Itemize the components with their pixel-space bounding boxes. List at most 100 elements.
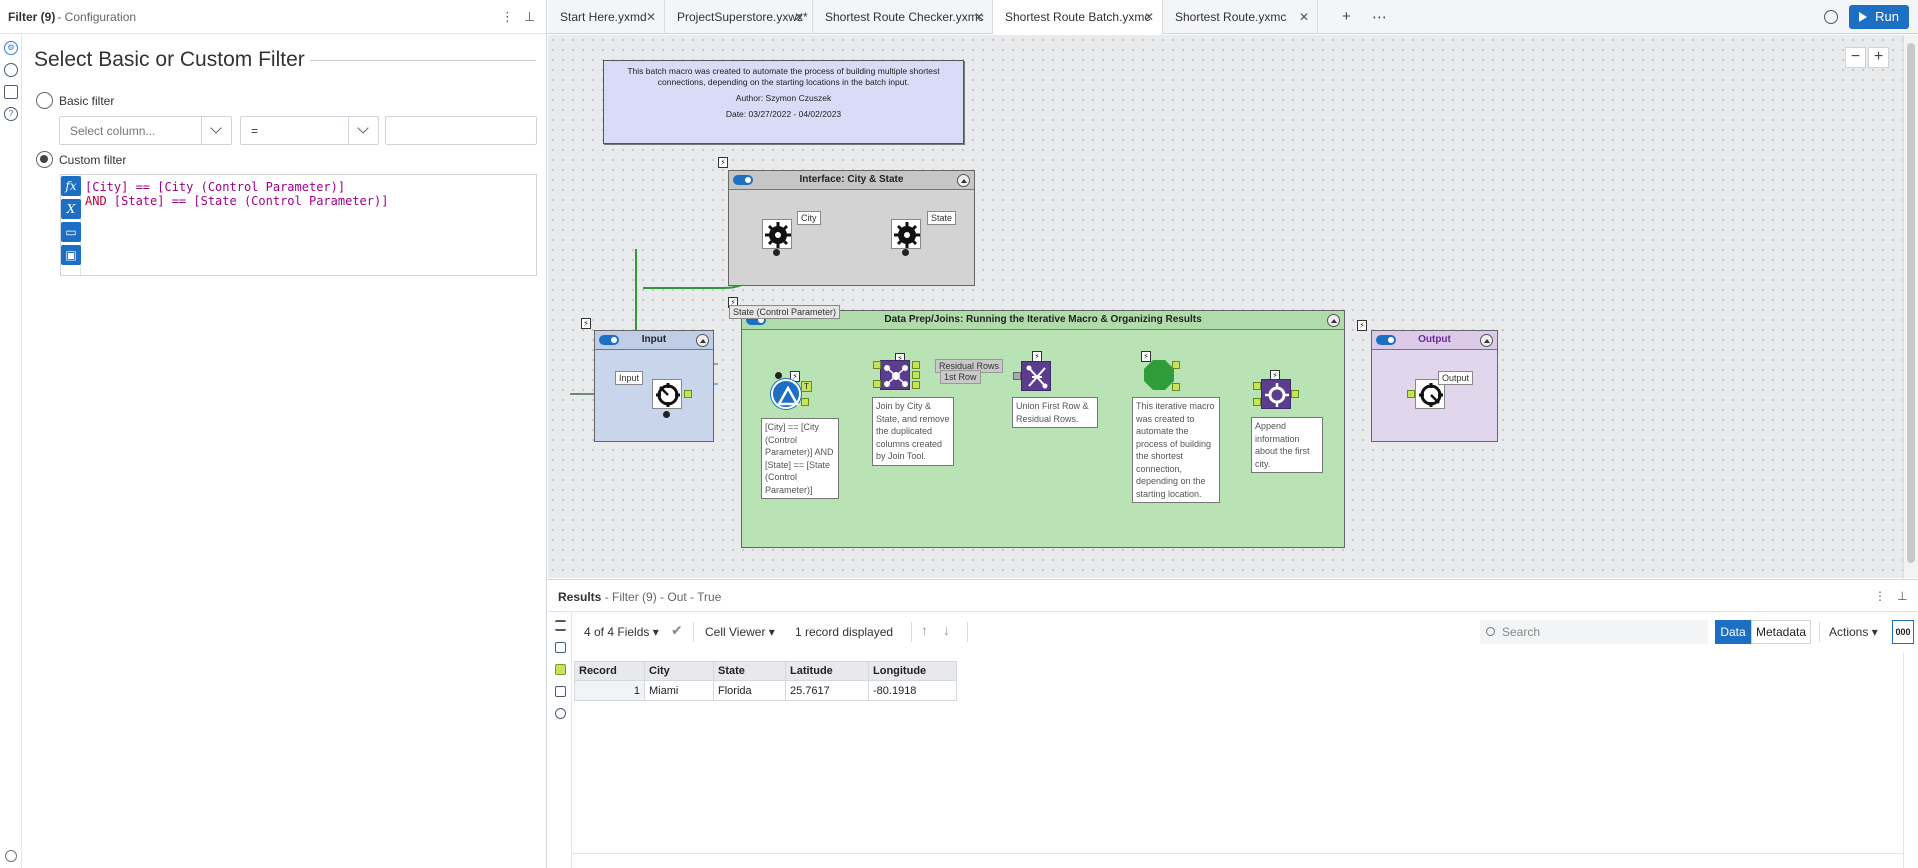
close-icon[interactable]: ✕ <box>645 10 656 24</box>
function-icon[interactable]: fx <box>61 176 81 196</box>
tag-icon[interactable] <box>4 85 18 99</box>
tab-shortest-route-checker[interactable]: Shortest Route Checker.yxmc✕ <box>813 0 993 34</box>
close-icon[interactable]: ✕ <box>1143 10 1154 24</box>
input-anchor[interactable] <box>873 380 881 388</box>
list-icon[interactable] <box>555 620 566 631</box>
results-vertical-scrollbar[interactable] <box>1903 652 1918 868</box>
fields-dropdown[interactable]: 4 of 4 Fields ▾ <box>584 625 659 639</box>
add-tab-icon[interactable]: + <box>1342 8 1351 25</box>
value-input[interactable] <box>385 116 537 145</box>
canvas-vertical-scrollbar[interactable] <box>1903 35 1918 578</box>
cell-city[interactable]: Miami <box>644 680 714 701</box>
help-icon[interactable]: ? <box>4 107 18 121</box>
container-toggle[interactable] <box>733 175 753 185</box>
results-search-input[interactable]: Search <box>1480 620 1708 644</box>
save-icon[interactable]: ▣ <box>61 245 81 265</box>
custom-filter-radio[interactable] <box>36 151 53 168</box>
checkmark-icon[interactable]: ✔ <box>671 622 683 638</box>
true-anchor[interactable]: T <box>801 381 812 392</box>
false-anchor[interactable] <box>801 398 809 406</box>
collapse-icon[interactable] <box>1480 334 1493 347</box>
container-toggle[interactable] <box>599 335 619 345</box>
container-toggle[interactable] <box>746 315 766 325</box>
append-fields-tool[interactable] <box>1261 379 1291 409</box>
input-anchor[interactable] <box>1253 398 1261 406</box>
filter-tool[interactable] <box>771 379 801 409</box>
data-view-button[interactable]: Data <box>1715 620 1751 644</box>
table-row[interactable]: 1 Miami Florida 25.7617 -80.1918 <box>574 680 957 701</box>
output-anchor[interactable] <box>1172 361 1180 369</box>
column-header-record[interactable]: Record <box>574 661 645 681</box>
input-anchor[interactable] <box>873 361 881 369</box>
table-icon[interactable] <box>555 642 566 653</box>
collapse-icon[interactable] <box>957 174 970 187</box>
container-toggle[interactable] <box>1376 335 1396 345</box>
city-dropdown-tool[interactable] <box>762 219 792 249</box>
help-icon[interactable] <box>555 708 566 719</box>
output-anchor[interactable] <box>1172 383 1180 391</box>
column-header-state[interactable]: State <box>713 661 786 681</box>
collapse-icon[interactable] <box>696 334 709 347</box>
number-format-button[interactable]: 000 <box>1892 620 1914 644</box>
cell-viewer-dropdown[interactable]: Cell Viewer ▾ <box>705 625 775 639</box>
close-icon[interactable]: ✕ <box>793 10 804 24</box>
pin-icon[interactable]: ⊥ <box>524 9 536 24</box>
column-header-longitude[interactable]: Longitude <box>868 661 957 681</box>
cell-state[interactable]: Florida <box>713 680 786 701</box>
input-anchor[interactable] <box>1253 382 1261 390</box>
true-output-icon[interactable] <box>555 664 566 675</box>
expression-code[interactable]: [City] == [City (Control Parameter)] AND… <box>85 180 388 208</box>
workflow-comment[interactable]: This batch macro was created to automate… <box>603 60 964 144</box>
scrollbar-thumb[interactable] <box>1907 43 1915 563</box>
history-icon[interactable] <box>1824 10 1838 24</box>
actions-dropdown[interactable]: Actions ▾ <box>1829 625 1878 639</box>
operator-select[interactable]: = <box>240 116 379 145</box>
cell-record[interactable]: 1 <box>574 680 645 701</box>
run-button[interactable]: Run <box>1849 5 1909 29</box>
cell-latitude[interactable]: 25.7617 <box>785 680 869 701</box>
tab-start-here[interactable]: Start Here.yxmd✕ <box>548 0 665 34</box>
state-dropdown-tool[interactable] <box>891 219 921 249</box>
output-anchor[interactable] <box>912 371 920 379</box>
dataprep-container[interactable]: Data Prep/Joins: Running the Iterative M… <box>741 310 1345 548</box>
column-header-city[interactable]: City <box>644 661 714 681</box>
open-icon[interactable]: ▭ <box>61 222 81 242</box>
output-anchor[interactable] <box>684 390 692 398</box>
output-container[interactable]: Output <box>1371 330 1498 442</box>
collapse-icon[interactable] <box>1327 314 1340 327</box>
input-anchor[interactable] <box>1013 372 1021 380</box>
pin-icon[interactable]: ⊥ <box>1897 589 1908 603</box>
results-horizontal-scrollbar[interactable] <box>572 853 1903 867</box>
more-options-icon[interactable]: ⋮ <box>1874 589 1886 603</box>
basic-filter-radio[interactable] <box>36 92 53 109</box>
zoom-out-button[interactable]: − <box>1845 47 1866 68</box>
expression-editor[interactable]: fx X ▭ ▣ [City] == [City (Control Parame… <box>60 174 537 276</box>
column-header-latitude[interactable]: Latitude <box>785 661 869 681</box>
tab-shortest-route[interactable]: Shortest Route.yxmc✕ <box>1163 0 1318 34</box>
metadata-view-button[interactable]: Metadata <box>1751 620 1811 644</box>
false-output-icon[interactable] <box>555 686 566 697</box>
more-tabs-icon[interactable]: ⋯ <box>1372 9 1387 26</box>
output-anchor[interactable] <box>1291 390 1299 398</box>
zoom-in-button[interactable]: + <box>1868 47 1889 68</box>
arrow-down-icon[interactable]: ↓ <box>943 622 950 638</box>
close-icon[interactable]: ✕ <box>973 10 984 24</box>
column-select[interactable]: Select column... <box>59 116 232 145</box>
tab-shortest-route-batch[interactable]: Shortest Route Batch.yxmc✕ <box>993 0 1163 34</box>
close-icon[interactable]: ✕ <box>1298 10 1309 24</box>
cell-longitude[interactable]: -80.1918 <box>868 680 957 701</box>
arrow-up-icon[interactable]: ↑ <box>921 622 928 638</box>
more-options-icon[interactable]: ⋮ <box>501 9 514 24</box>
tab-project-superstore[interactable]: ProjectSuperstore.yxwz*✕ <box>665 0 813 34</box>
input-anchor[interactable] <box>1407 390 1415 398</box>
iterative-macro-tool[interactable] <box>1144 360 1174 390</box>
join-tool[interactable] <box>880 360 910 390</box>
configuration-gear-icon[interactable]: ⚙ <box>4 41 18 55</box>
union-tool[interactable] <box>1021 361 1051 391</box>
variable-icon[interactable]: X <box>61 199 81 219</box>
output-anchor[interactable] <box>912 381 920 389</box>
workflow-canvas[interactable]: − + This batch macro was created to auto… <box>548 35 1903 578</box>
macro-input-tool[interactable] <box>652 379 682 409</box>
annotation-icon[interactable] <box>4 63 18 77</box>
output-anchor[interactable] <box>912 361 920 369</box>
